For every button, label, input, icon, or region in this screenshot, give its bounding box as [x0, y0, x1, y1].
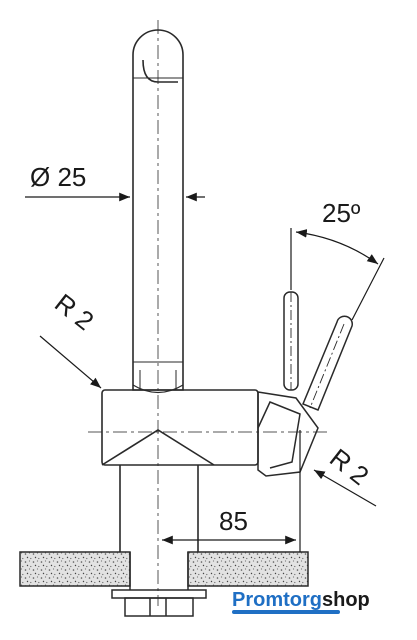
watermark-underline [232, 610, 340, 614]
lever-handle [257, 291, 354, 477]
watermark-part2: shop [322, 589, 370, 611]
radius-left-label: R 2 [49, 288, 99, 337]
center-lines [88, 20, 330, 606]
radius-right-dimension [313, 469, 377, 507]
radius-right-label: R 2 [324, 442, 374, 491]
watermark-part1: Promtorg [232, 589, 322, 611]
diameter-label: Ø 25 [30, 162, 86, 192]
width-label: 85 [219, 506, 248, 536]
angle-dimension [290, 228, 385, 321]
spout [132, 29, 184, 394]
countertop [19, 551, 309, 617]
watermark-logo: Promtorgshop [232, 586, 370, 614]
angle-label: 25º [322, 198, 361, 228]
radius-left-dimension [39, 335, 102, 389]
width-dimension [162, 430, 301, 552]
